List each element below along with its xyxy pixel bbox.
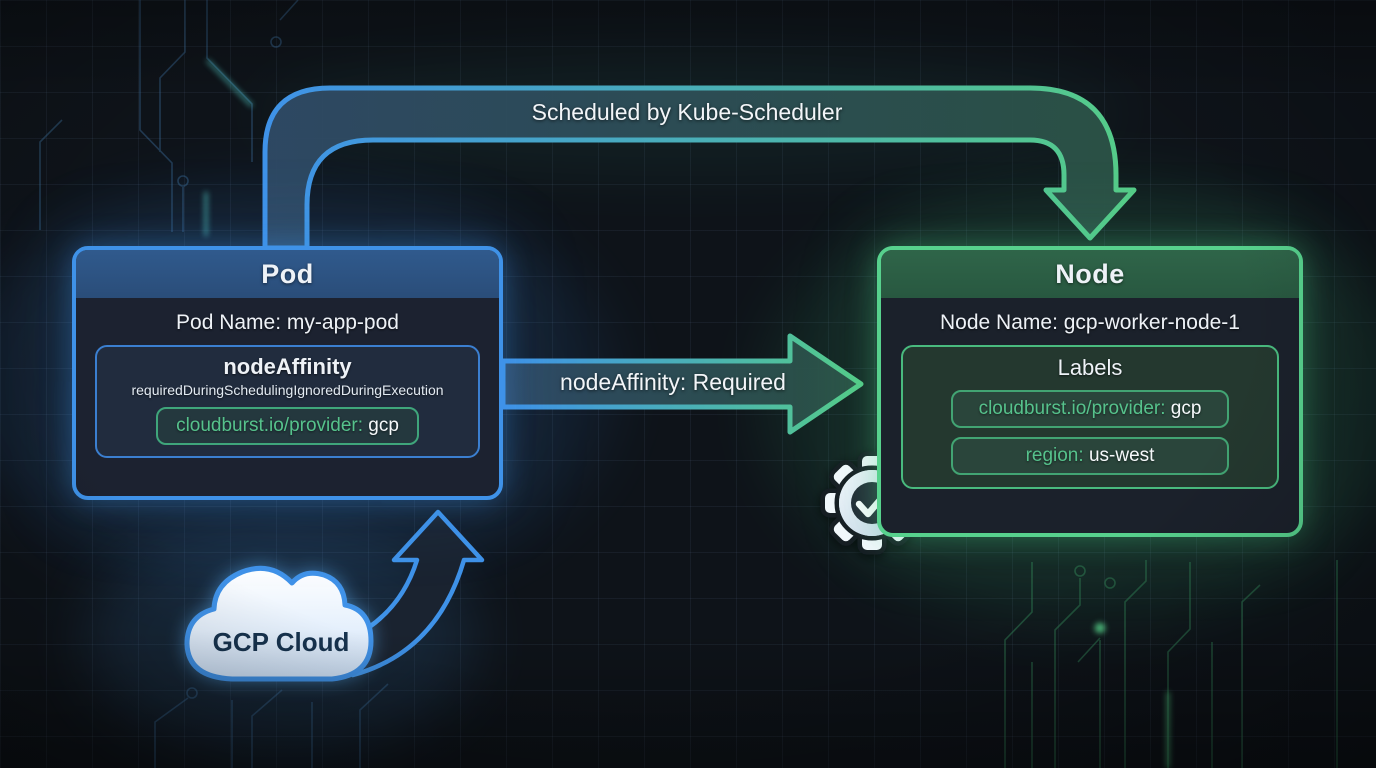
- node-affinity-subtitle: requiredDuringSchedulingIgnoredDuringExe…: [131, 382, 444, 398]
- top-arrow: [262, 85, 1137, 251]
- gear-check-icon: [820, 451, 924, 555]
- affinity-label-value: gcp: [368, 415, 399, 436]
- node-affinity-title: nodeAffinity: [223, 354, 352, 379]
- node-label-pill-provider: cloudburst.io/provider: gcp: [951, 390, 1229, 428]
- node-label-pill-region: region: us-west: [951, 437, 1229, 475]
- pod-title: Pod: [261, 258, 314, 289]
- node-box: Node Node Name: gcp-worker-node-1 Labels…: [877, 246, 1303, 537]
- affinity-arrow-label: nodeAffinity: Required: [560, 369, 786, 395]
- node-label-key: region:: [1025, 445, 1084, 466]
- node-header: Node: [881, 250, 1299, 298]
- pod-header: Pod: [76, 250, 499, 298]
- scheduled-arrow-label: Scheduled by Kube-Scheduler: [531, 99, 843, 125]
- node-labels-box: Labels cloudburst.io/provider: gcp regio…: [901, 345, 1279, 489]
- middle-arrow: [500, 333, 864, 435]
- affinity-label-key: cloudburst.io/provider:: [176, 415, 363, 436]
- node-name-line: Node Name: gcp-worker-node-1: [940, 311, 1240, 334]
- pod-node-affinity-box: nodeAffinity requiredDuringSchedulingIgn…: [95, 345, 480, 458]
- circuit-traces: [39, 0, 1338, 768]
- node-labels-title: Labels: [1057, 355, 1123, 380]
- pod-name-line: Pod Name: my-app-pod: [176, 311, 399, 334]
- node-label-value: us-west: [1088, 445, 1155, 466]
- node-title: Node: [1055, 258, 1125, 289]
- node-label-value: gcp: [1170, 398, 1202, 419]
- gcp-cloud-icon: [184, 565, 374, 682]
- gcp-cloud-label: GCP Cloud: [212, 627, 350, 657]
- pod-box: Pod Pod Name: my-app-pod nodeAffinity re…: [72, 246, 503, 500]
- node-label-key: cloudburst.io/provider:: [978, 398, 1166, 419]
- affinity-label-pill: cloudburst.io/provider: gcp: [156, 407, 419, 445]
